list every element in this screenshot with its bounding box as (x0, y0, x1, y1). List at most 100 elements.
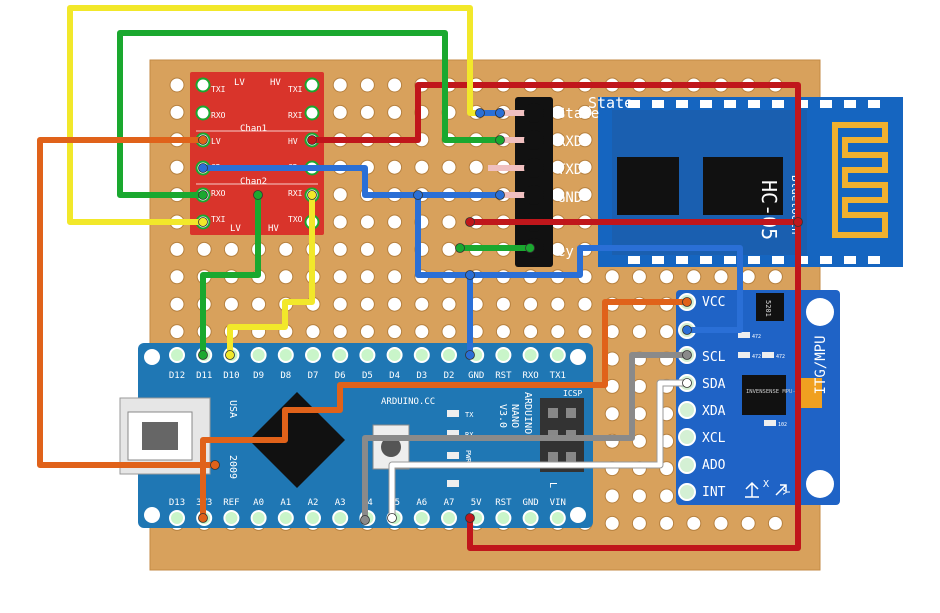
board-hole (359, 214, 375, 230)
nano-top-pin (359, 347, 376, 363)
icsp-pin (566, 408, 576, 418)
nano-bottom-pin (169, 510, 185, 526)
bt-tooth (796, 100, 808, 108)
wire-end (465, 270, 475, 280)
wires (37, 5, 801, 551)
board-hole (631, 488, 647, 504)
nano-bottom-pin-label: GND (522, 498, 538, 508)
board-hole (196, 241, 212, 257)
rotate-axis-icon (775, 484, 787, 496)
reset-button-cap[interactable] (381, 437, 401, 457)
ls-row3-left: LV (211, 137, 221, 146)
nano-hole-bl (144, 507, 160, 523)
nano-model-3: V3.0 (497, 404, 508, 428)
board-hole (169, 324, 185, 340)
wire-end (682, 297, 692, 307)
board-hole (414, 159, 430, 175)
icsp-pin (548, 452, 558, 462)
nano-bottom-pin (223, 510, 240, 526)
mpu-pin-vcc: VCC (702, 295, 725, 310)
nano-bottom-pin-label: A6 (416, 498, 427, 508)
nano-model-1: ARDUINO (522, 392, 533, 434)
nano-top-pin-label: D12 (169, 371, 185, 381)
board-hole (550, 324, 566, 340)
bt-tooth (700, 256, 712, 264)
board-hole (332, 269, 348, 285)
board-hole (659, 269, 675, 285)
bt-tooth (628, 256, 640, 264)
nano-l: L (547, 482, 558, 488)
board-hole (577, 296, 593, 312)
wire-end (198, 513, 208, 523)
nano-bottom-pin-label: VIN (550, 498, 566, 508)
mpu-regulator (756, 293, 784, 321)
board-hole (278, 269, 294, 285)
mpu-board: INVENSENSE MPU-6050 5201 472 472 472 102… (676, 290, 840, 505)
nano-top-pin (522, 347, 539, 363)
led-rx (447, 430, 459, 437)
board-hole (332, 187, 348, 203)
wire-end (465, 350, 475, 360)
board-hole (359, 241, 375, 257)
board-hole (577, 159, 593, 175)
wire-end (455, 243, 465, 253)
nano-top-pin (386, 347, 403, 363)
bt-tooth (868, 256, 880, 264)
nano-bottom-pin-label: REF (223, 498, 239, 508)
bt-chip-1 (617, 157, 679, 215)
bt-pin-socket (524, 158, 544, 178)
wire-end (307, 190, 317, 200)
wire-end (682, 378, 692, 388)
bt-pin-socket (524, 130, 544, 150)
nano-top-pin (250, 347, 267, 363)
bt-pin-label-gnd: GND (557, 190, 582, 206)
board-hole (359, 77, 375, 93)
bt-tooth (700, 100, 712, 108)
board-hole (332, 296, 348, 312)
nano-bottom-pin-label: A7 (444, 498, 455, 508)
wire-end (682, 350, 692, 360)
bt-tooth (748, 256, 760, 264)
board-hole (713, 515, 729, 531)
wire-end (198, 163, 208, 173)
board-hole (767, 515, 783, 531)
board-hole (631, 433, 647, 449)
ls-row6-left: TXI (211, 215, 226, 224)
bt-tooth (628, 100, 640, 108)
wire-orange-1 (37, 137, 218, 468)
bt-pin (488, 110, 528, 116)
wire-end (210, 460, 220, 470)
mpu-resistor-3 (762, 352, 774, 358)
board-hole (169, 159, 185, 175)
mpu-pad (678, 428, 696, 446)
wire-green-2 (200, 192, 261, 358)
mpu-reg-label: 5201 (764, 300, 772, 317)
mpu-axis-y: Y (782, 489, 793, 495)
nano-bottom-pin (305, 510, 321, 526)
usb-icon (142, 422, 178, 450)
bt-tooth (676, 100, 688, 108)
mpu-resistor-1 (738, 332, 750, 338)
board-hole (278, 241, 294, 257)
wire-yellow-1 (67, 5, 503, 225)
nano-hole-br (570, 507, 586, 523)
board-hole (495, 296, 511, 312)
board-hole (604, 488, 620, 504)
mpu-r3-label: 472 (776, 354, 785, 360)
ls-chan2: Chan2 (240, 177, 267, 187)
wire-end (198, 135, 208, 145)
wire-end (525, 243, 535, 253)
nano-bottom-pin-label: 5V (471, 498, 482, 508)
mpu-resistor-4 (764, 420, 776, 426)
ls-row3-right: HV (288, 137, 298, 146)
board-hole (577, 187, 593, 203)
nano-top-pin-label: GND (468, 371, 484, 381)
wire-end (198, 350, 208, 360)
board-hole (359, 324, 375, 340)
ls-footer-right: HV (268, 224, 279, 234)
nano-bottom-pin-label: A3 (335, 498, 346, 508)
wire-end (475, 108, 485, 118)
board-hole (441, 324, 457, 340)
bt-pin-labels-group: State (588, 94, 633, 112)
nano-bottom-pin (413, 510, 430, 526)
